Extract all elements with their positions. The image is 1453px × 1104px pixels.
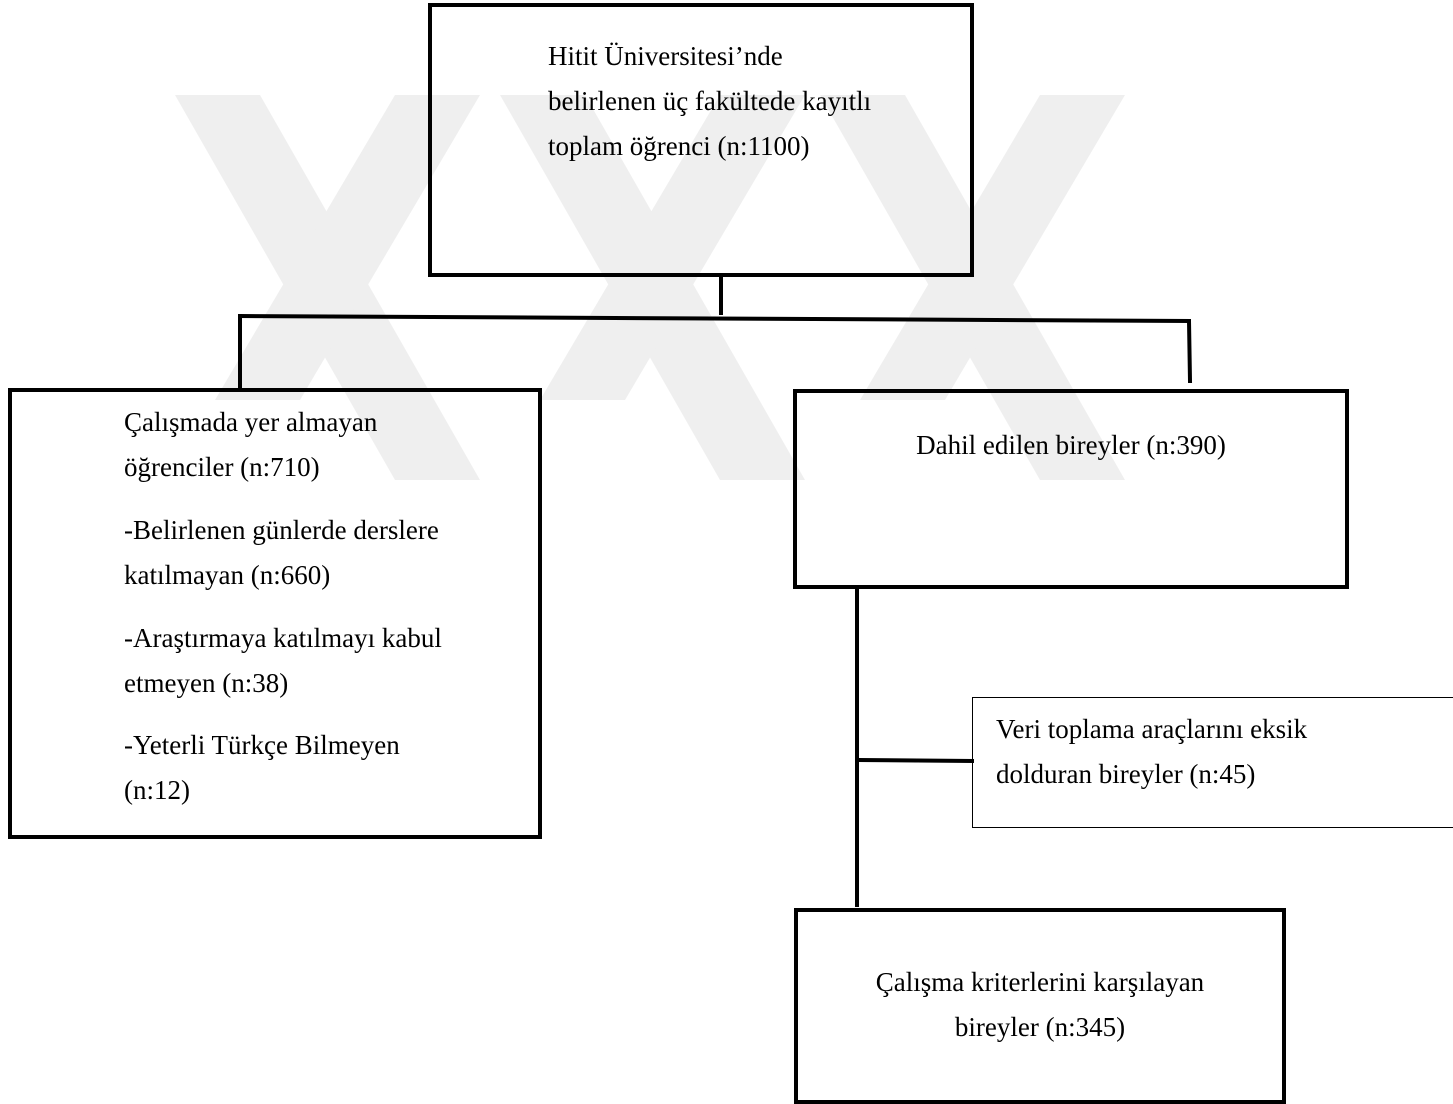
connector-incomplete-branch — [856, 757, 975, 764]
meeting-line-2: bireyler (n:345) — [954, 1012, 1126, 1042]
total-line-2: belirlenen üç fakültede kayıtlı — [548, 86, 872, 116]
total-line-3: toplam öğrenci (n:1100) — [548, 131, 810, 161]
excluded-reason-3-line-1: -Yeterli Türkçe Bilmeyen — [124, 730, 400, 760]
incomplete-line-2: dolduran bireyler (n:45) — [996, 759, 1256, 789]
included-individuals-box: Dahil edilen bireyler (n:390) — [793, 389, 1349, 589]
incomplete-text: Veri toplama araçlarını eksik dolduran b… — [996, 707, 1307, 797]
watermark-band-2 — [215, 95, 480, 400]
incomplete-line-1: Veri toplama araçlarını eksik — [996, 714, 1308, 744]
excluded-heading-line-2: öğrenciler (n:710) — [124, 452, 320, 482]
total-students-box: Hitit Üniversitesi’nde belirlenen üç fak… — [428, 3, 974, 277]
incomplete-data-box: Veri toplama araçlarını eksik dolduran b… — [972, 697, 1453, 828]
connector-split-bar — [237, 313, 1192, 324]
meeting-line-1: Çalışma kriterlerini karşılayan — [875, 967, 1205, 997]
excluded-students-box: Çalışmada yer almayan öğrenciler (n:710)… — [8, 388, 542, 839]
included-text: Dahil edilen bireyler (n:390) — [797, 423, 1345, 468]
watermark-band-4 — [540, 95, 805, 400]
included-line-1: Dahil edilen bireyler (n:390) — [916, 430, 1226, 460]
excluded-heading: Çalışmada yer almayan öğrenciler (n:710) — [124, 400, 377, 490]
excluded-reason-declined: -Araştırmaya katılmayı kabul etmeyen (n:… — [124, 616, 442, 706]
meeting-criteria-box: Çalışma kriterlerini karşılayan bireyler… — [794, 908, 1286, 1104]
total-students-text: Hitit Üniversitesi’nde belirlenen üç fak… — [548, 34, 871, 169]
excluded-reason-3-line-2: (n:12) — [124, 775, 190, 805]
excluded-reason-1-line-2: katılmayan (n:660) — [124, 560, 331, 590]
excluded-reason-absent: -Belirlenen günlerde derslere katılmayan… — [124, 508, 439, 598]
excluded-reason-language: -Yeterli Türkçe Bilmeyen (n:12) — [124, 723, 400, 813]
meeting-criteria-text: Çalışma kriterlerini karşılayan bireyler… — [798, 960, 1282, 1050]
connector-right-drop — [1186, 318, 1193, 384]
watermark-band-6 — [860, 95, 1125, 400]
excluded-reason-2-line-1: -Araştırmaya katılmayı kabul — [124, 623, 442, 653]
excluded-reason-2-line-2: etmeyen (n:38) — [124, 668, 289, 698]
excluded-reason-1-line-1: -Belirlenen günlerde derslere — [124, 515, 439, 545]
total-line-1: Hitit Üniversitesi’nde — [548, 41, 783, 71]
excluded-heading-line-1: Çalışmada yer almayan — [124, 407, 378, 437]
